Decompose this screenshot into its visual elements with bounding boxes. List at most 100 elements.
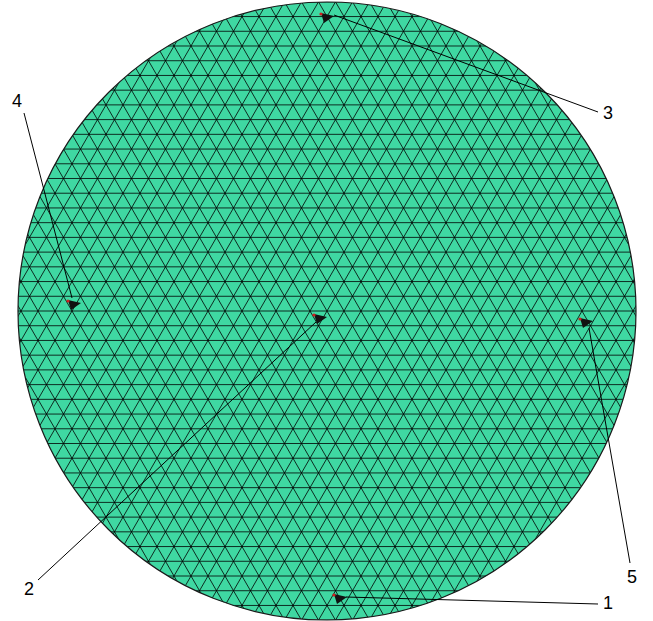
mesh-edge <box>0 0 116 593</box>
mesh-edge <box>334 0 653 621</box>
mesh-edge <box>334 0 653 621</box>
mesh-edge <box>0 0 205 621</box>
mesh-edge <box>436 0 653 621</box>
domain-boundary <box>18 2 636 620</box>
mesh-edge <box>0 0 307 621</box>
mesh-edge <box>54 0 653 621</box>
mesh-edge <box>462 0 653 621</box>
crack-tip-dot <box>66 299 69 302</box>
mesh-edge <box>0 0 180 621</box>
mesh-edge <box>0 90 653 91</box>
mesh-edge <box>0 0 435 621</box>
refined-element <box>580 318 593 328</box>
mesh-edge <box>0 0 550 621</box>
refined-element <box>334 594 347 604</box>
mesh-edge <box>0 0 358 621</box>
refined-element <box>68 300 81 310</box>
mesh-edge <box>0 0 409 621</box>
mesh-edge <box>0 0 613 621</box>
mesh-edge <box>156 0 653 621</box>
mesh-edge <box>0 0 511 621</box>
mesh-edge <box>0 0 231 621</box>
mesh-edge <box>0 0 613 621</box>
mesh-edge <box>0 0 499 621</box>
mesh-edge <box>487 0 653 621</box>
mesh-edge <box>0 0 626 621</box>
mesh-edge <box>0 0 307 621</box>
mesh-edge <box>0 531 653 532</box>
mesh-edge <box>372 0 653 621</box>
mesh-edge <box>0 0 129 601</box>
mesh-edge <box>0 0 550 621</box>
mesh-edge <box>0 0 524 621</box>
mesh-edge <box>245 0 653 621</box>
mesh-edge <box>0 0 180 621</box>
mesh-edge <box>500 0 653 615</box>
mesh-edge <box>385 0 653 621</box>
mesh-edge <box>0 0 218 621</box>
mesh-edge <box>0 0 524 621</box>
mesh-edge <box>0 0 371 621</box>
mesh-edge <box>474 0 653 621</box>
mesh-edge <box>347 0 653 621</box>
crack-tip-dot <box>578 317 581 320</box>
mesh-edge <box>0 0 295 621</box>
mesh-edge <box>474 0 653 621</box>
mesh-edge <box>0 0 511 621</box>
mesh-edge <box>168 0 653 621</box>
mesh-edge <box>232 0 653 621</box>
mesh-edge <box>0 0 473 621</box>
mesh-edge <box>385 0 653 621</box>
mesh-edge <box>0 0 562 621</box>
mesh-edge <box>41 0 653 621</box>
mesh-edge <box>92 0 653 621</box>
mesh-edge <box>66 0 653 621</box>
mesh-edge <box>0 0 486 621</box>
mesh-edge <box>0 0 320 621</box>
leader-line <box>334 15 598 112</box>
mesh-edge <box>283 0 653 621</box>
mesh-edge <box>0 0 244 621</box>
mesh-edge <box>194 0 653 621</box>
mesh-edge <box>0 0 601 621</box>
mesh-edge <box>0 0 282 621</box>
refined-elements <box>66 12 593 604</box>
mesh-edge <box>551 0 653 586</box>
mesh-edge <box>500 7 653 621</box>
mesh-edge <box>143 0 653 621</box>
mesh-edge <box>449 0 653 621</box>
mesh-edge <box>0 0 588 621</box>
mesh-edge <box>0 0 193 621</box>
callout-number: 4 <box>12 92 22 110</box>
mesh-edge <box>0 0 575 621</box>
mesh-edge <box>0 0 167 621</box>
callout-number: 2 <box>24 580 34 598</box>
mesh-edge <box>0 0 397 621</box>
mesh-edge <box>79 0 653 621</box>
mesh-edge <box>194 0 653 621</box>
mesh-edge <box>0 0 460 621</box>
mesh-edge <box>0 0 448 621</box>
callout-number: 1 <box>603 594 613 612</box>
mesh-edge <box>0 0 333 621</box>
mesh-edge <box>0 0 601 621</box>
mesh-edge <box>0 0 346 621</box>
mesh-edge <box>0 0 575 621</box>
mesh-edge <box>0 0 422 621</box>
mesh-edge <box>0 60 653 61</box>
mesh-edge <box>347 0 653 621</box>
mesh-edge <box>0 0 486 621</box>
mesh-edge <box>0 0 409 621</box>
mesh-edge <box>156 0 653 621</box>
mesh-edge <box>168 0 653 621</box>
leader-line <box>38 322 316 580</box>
leader-line <box>346 597 598 604</box>
mesh-edge <box>513 14 653 621</box>
mesh-edge <box>0 0 244 621</box>
